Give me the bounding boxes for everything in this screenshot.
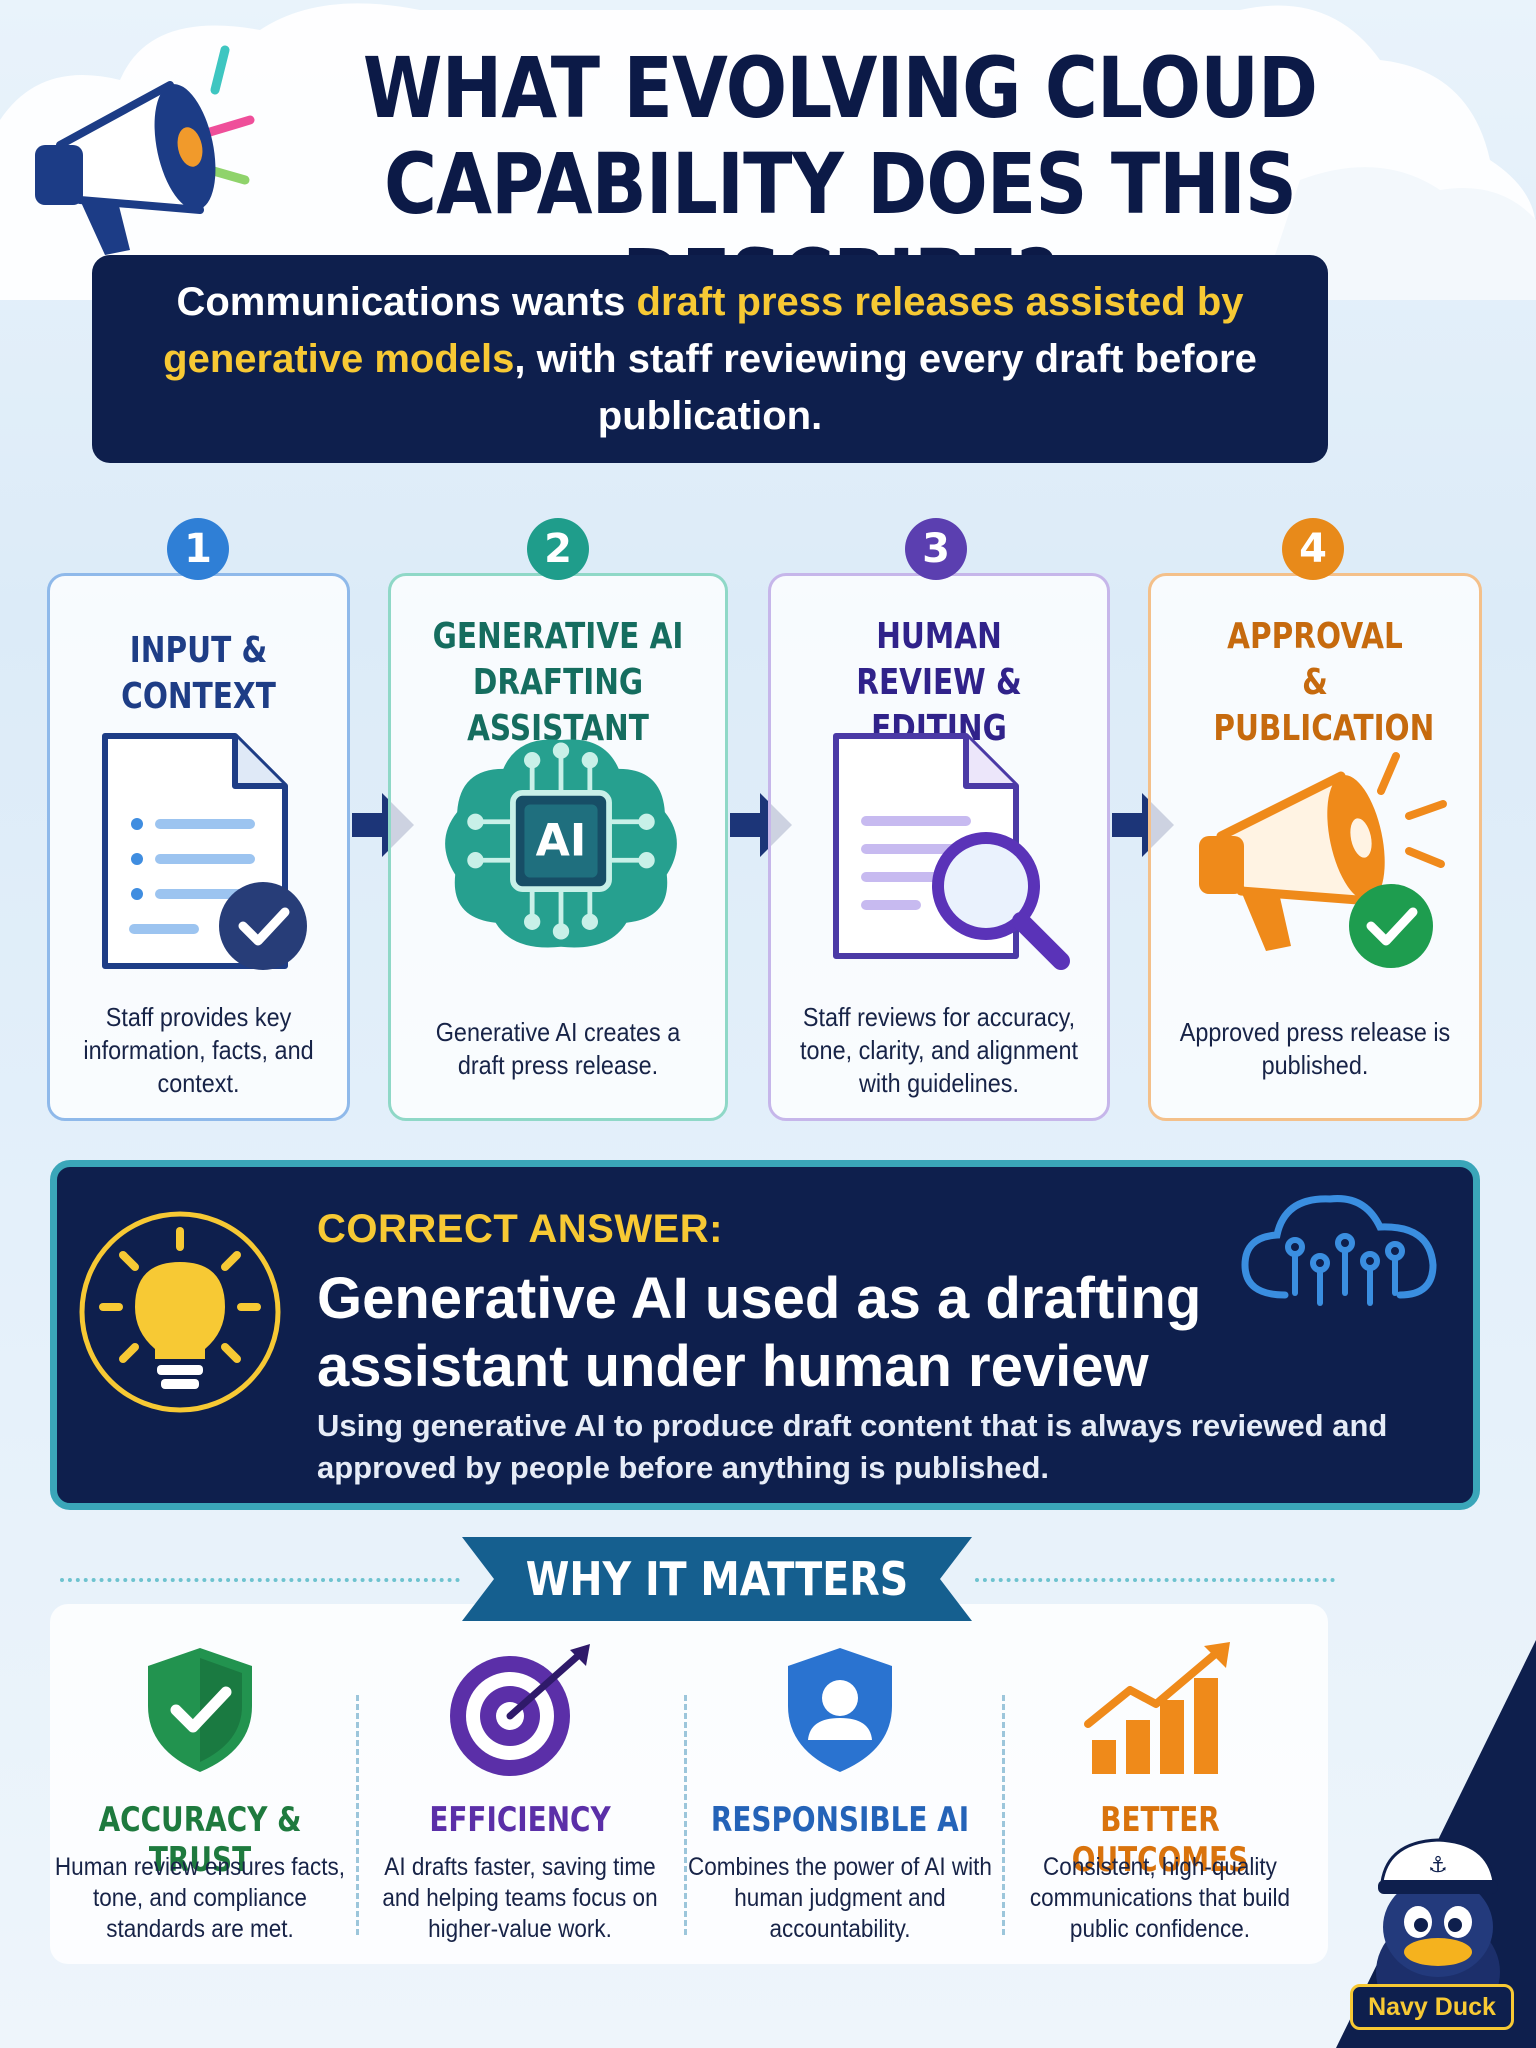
why-title: RESPONSIBLE AI bbox=[710, 1800, 970, 1840]
step-number: 2 bbox=[527, 518, 589, 580]
ai-chip-label: AI bbox=[536, 815, 587, 866]
why-desc: Combines the power of AI with human judg… bbox=[688, 1853, 992, 1943]
why-item-better-outcomes: BETTER OUTCOMES Consistent, high-quality… bbox=[1010, 1640, 1310, 1960]
question-text: Communications wants draft press release… bbox=[163, 279, 1257, 438]
step-title: APPROVAL & PUBLICATION bbox=[1213, 616, 1435, 749]
step-desc: Approved press release is published. bbox=[1179, 1017, 1451, 1080]
cloud-background bbox=[0, 3, 1536, 300]
question-box: Communications wants draft press release… bbox=[92, 255, 1328, 463]
svg-text:⚓: ⚓ bbox=[1428, 1853, 1448, 1878]
lightbulb-icon bbox=[79, 1211, 281, 1413]
answer-title: Generative AI used as a drafting assista… bbox=[317, 1266, 1202, 1399]
step-desc: Generative AI creates a draft press rele… bbox=[435, 1017, 681, 1080]
why-item-accuracy: ACCURACY & TRUST Human review ensures fa… bbox=[50, 1640, 350, 1960]
answer-box: CORRECT ANSWER: Generative AI used as a … bbox=[50, 1160, 1480, 1510]
why-panel bbox=[50, 1604, 1328, 1964]
brand-badge: Navy Duck bbox=[1350, 1984, 1514, 2030]
question-highlight: draft press releases assisted by generat… bbox=[163, 279, 1244, 381]
document-check-icon bbox=[102, 733, 307, 970]
step-number: 1 bbox=[167, 518, 229, 580]
shield-user-icon bbox=[788, 1648, 892, 1772]
separator bbox=[684, 1695, 687, 1935]
arrow-right-icon bbox=[730, 793, 792, 857]
ribbon-banner bbox=[462, 1537, 972, 1621]
step-card-drafting: GENERATIVE AI DRAFTING ASSISTANT AI Gene… bbox=[388, 573, 728, 1121]
why-title: EFFICIENCY bbox=[429, 1800, 611, 1840]
megaphone-check-icon bbox=[1199, 752, 1447, 968]
answer-description: Using generative AI to produce draft con… bbox=[317, 1408, 1388, 1485]
step-desc: Staff provides key information, facts, a… bbox=[83, 1002, 314, 1098]
megaphone-icon bbox=[35, 45, 255, 255]
arrow-right-icon bbox=[352, 793, 414, 857]
target-icon bbox=[450, 1644, 590, 1776]
why-title: ACCURACY & TRUST bbox=[98, 1800, 302, 1880]
why-item-responsible-ai: RESPONSIBLE AI Combines the power of AI … bbox=[688, 1640, 992, 1960]
document-magnifier-icon bbox=[833, 733, 1070, 970]
step-title: GENERATIVE AI DRAFTING ASSISTANT bbox=[432, 616, 684, 749]
why-title: BETTER OUTCOMES bbox=[1071, 1800, 1249, 1880]
step-card-publication: APPROVAL & PUBLICATION Approved press re… bbox=[1148, 573, 1482, 1121]
divider-right bbox=[975, 1578, 1335, 1582]
arrow-right-icon bbox=[1112, 793, 1174, 857]
why-desc: Human review ensures facts, tone, and co… bbox=[54, 1853, 346, 1943]
why-heading: WHY IT MATTERS bbox=[525, 1552, 909, 1606]
divider-left bbox=[60, 1578, 460, 1582]
separator bbox=[356, 1695, 359, 1935]
shield-check-icon bbox=[148, 1648, 252, 1772]
step-number: 4 bbox=[1282, 518, 1344, 580]
why-item-efficiency: EFFICIENCY AI drafts faster, saving time… bbox=[370, 1640, 670, 1960]
cloud-circuit-icon bbox=[1241, 1195, 1437, 1306]
separator bbox=[1002, 1695, 1005, 1935]
growth-chart-icon bbox=[1084, 1642, 1230, 1774]
step-card-input: INPUT & CONTEXT Staff provides key infor… bbox=[47, 573, 350, 1121]
step-desc: Staff reviews for accuracy, tone, clarit… bbox=[800, 1002, 1078, 1098]
answer-label: CORRECT ANSWER: bbox=[317, 1207, 723, 1251]
ai-chip-icon: AI bbox=[445, 739, 677, 948]
step-title: INPUT & CONTEXT bbox=[121, 630, 276, 717]
why-desc: AI drafts faster, saving time and helpin… bbox=[382, 1853, 658, 1943]
step-number: 3 bbox=[905, 518, 967, 580]
step-card-review: HUMAN REVIEW & EDITING Staff reviews for… bbox=[768, 573, 1110, 1121]
why-desc: Consistent, high-quality communications … bbox=[1029, 1853, 1291, 1943]
